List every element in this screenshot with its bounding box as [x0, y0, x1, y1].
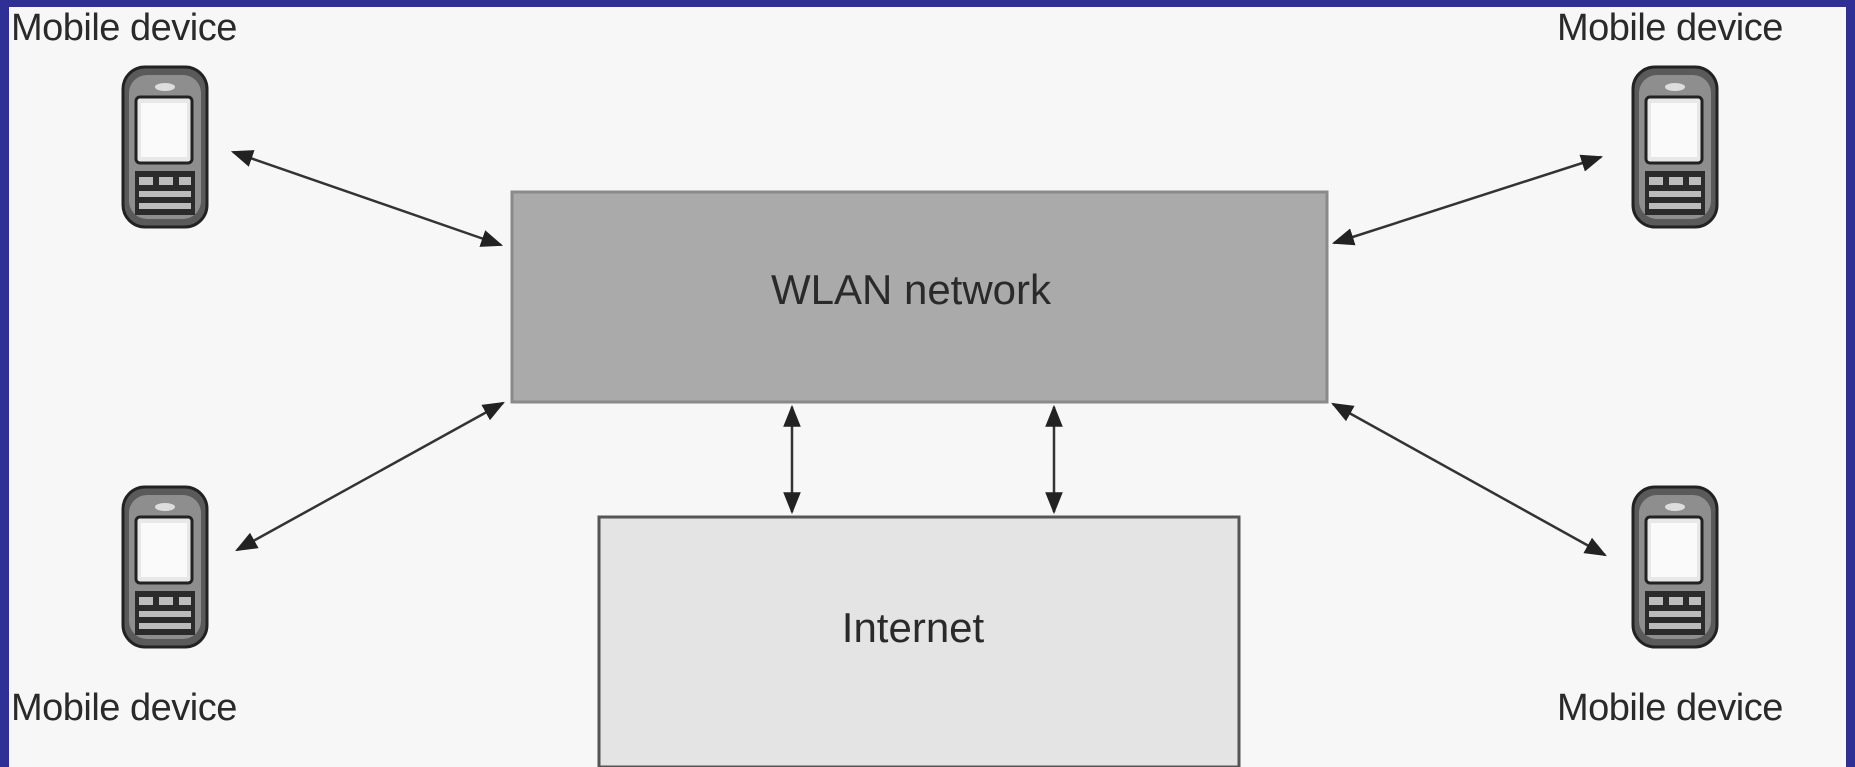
mobile-phone-icon	[1631, 485, 1719, 649]
internet-label: Internet	[842, 604, 985, 651]
mobile-phone-icon	[121, 65, 209, 229]
device-label-bottom-right: Mobile device	[1557, 687, 1783, 729]
mobile-phone-icon	[121, 485, 209, 649]
link-top-right	[1331, 154, 1604, 246]
mobile-phone-icon	[1631, 65, 1719, 229]
link-top-left	[230, 150, 504, 247]
device-label-top-left: Mobile device	[11, 7, 237, 49]
internet-box	[597, 515, 1241, 767]
wlan-network-box	[510, 190, 1329, 404]
wlan-network-label: WLAN network	[771, 266, 1052, 313]
device-label-top-right: Mobile device	[1557, 7, 1783, 49]
link-bottom-left	[235, 401, 505, 552]
network-diagram: WLAN network Internet	[121, 65, 1719, 767]
diagram-canvas: WLAN network Internet Mobile device Mobi…	[9, 7, 1846, 767]
device-label-bottom-left: Mobile device	[11, 687, 237, 729]
link-bottom-right	[1331, 402, 1607, 557]
